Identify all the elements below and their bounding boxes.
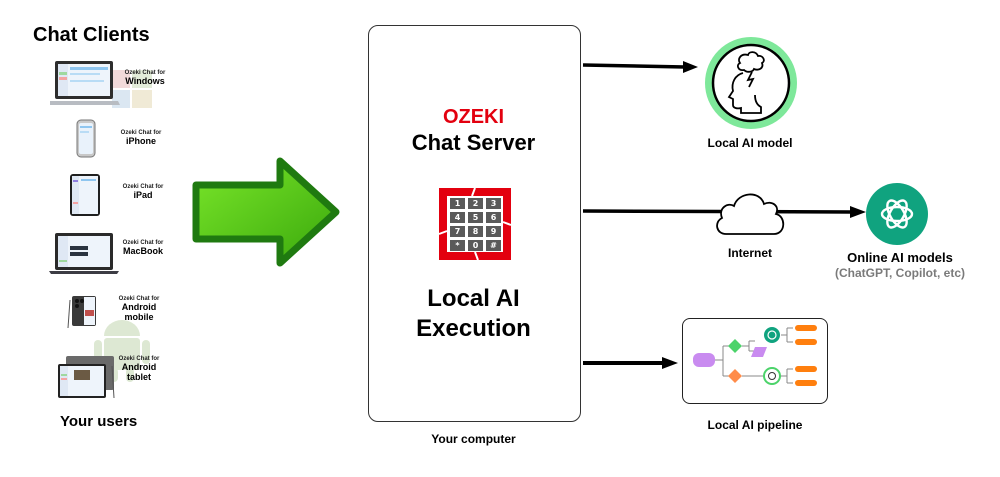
client-prefix: Ozeki Chat for	[122, 240, 164, 246]
client-prefix: Ozeki Chat for	[124, 70, 166, 76]
client-prefix: Ozeki Chat for	[118, 356, 160, 362]
cloud-icon	[716, 193, 785, 235]
client-iphone: Ozeki Chat for iPhone	[50, 118, 170, 160]
ozeki-brand: OZEKI	[442, 106, 505, 128]
your-computer-label: Your computer	[431, 432, 516, 446]
internet-label: Internet	[727, 246, 772, 260]
client-prefix: Ozeki Chat for	[118, 296, 160, 302]
android-tablet-icon	[58, 356, 115, 399]
keypad-key: *	[450, 240, 465, 251]
chat-server-title: Chat Server	[411, 130, 536, 155]
android-phone-icon	[67, 296, 96, 329]
client-android-mobile: Ozeki Chat for Android mobile	[50, 294, 170, 340]
client-name: iPhone	[125, 136, 156, 146]
client-macbook: Ozeki Chat for MacBook	[48, 230, 168, 276]
local-ai-pipeline-label: Local AI pipeline	[707, 418, 803, 432]
arrow-to-online-models	[582, 206, 866, 218]
client-android-tablet: Ozeki Chat for Android tablet	[50, 354, 170, 402]
online-ai-models-sublabel: (ChatGPT, Copilot, etc)	[835, 266, 965, 280]
ipad-icon	[70, 174, 100, 216]
keypad-key: 8	[468, 226, 483, 237]
pipeline-box	[682, 318, 828, 404]
keypad-key: 4	[450, 212, 465, 223]
online-ai-models-label: Online AI models	[847, 250, 953, 265]
client-prefix: Ozeki Chat for	[122, 184, 164, 190]
client-name: Android	[121, 302, 157, 312]
client-name: MacBook	[122, 246, 163, 256]
keypad-key: 0	[468, 240, 483, 251]
client-name: iPad	[133, 190, 153, 200]
client-name-line2: tablet	[126, 372, 151, 382]
local-ai-model-label: Local AI model	[707, 136, 793, 150]
iphone-icon	[76, 119, 96, 158]
keypad-key: 2	[468, 198, 483, 209]
client-name: Windows	[125, 76, 165, 86]
client-name-line2: mobile	[124, 312, 154, 322]
local-ai-model-icon	[705, 37, 797, 129]
keypad-key: 9	[486, 226, 501, 237]
green-arrow-icon	[192, 157, 340, 267]
macbook-icon	[49, 233, 119, 274]
keypad-key: 1	[450, 198, 465, 209]
local-ai-execution-line2: Execution	[416, 315, 531, 342]
chat-clients-title: Chat Clients	[33, 24, 150, 46]
keypad-key: 6	[486, 212, 501, 223]
client-ipad: Ozeki Chat for iPad	[50, 172, 170, 218]
client-prefix: Ozeki Chat for	[120, 130, 162, 136]
keypad-key: 5	[468, 212, 483, 223]
arrow-to-pipeline	[583, 357, 678, 369]
client-windows: Ozeki Chat for Windows	[49, 58, 170, 108]
local-ai-execution: Local AI Execution	[368, 284, 579, 344]
pipeline-diagram-icon	[693, 325, 817, 386]
keypad-key: 3	[486, 198, 501, 209]
local-ai-execution-line1: Local AI	[427, 285, 520, 312]
client-name: Android	[121, 362, 157, 372]
openai-icon	[866, 183, 928, 245]
laptop-windows-icon	[49, 61, 152, 108]
arrow-to-local-model	[582, 61, 698, 73]
your-users-label: Your users	[60, 413, 138, 430]
keypad-key: 7	[450, 226, 465, 237]
keypad-key: #	[486, 240, 501, 251]
